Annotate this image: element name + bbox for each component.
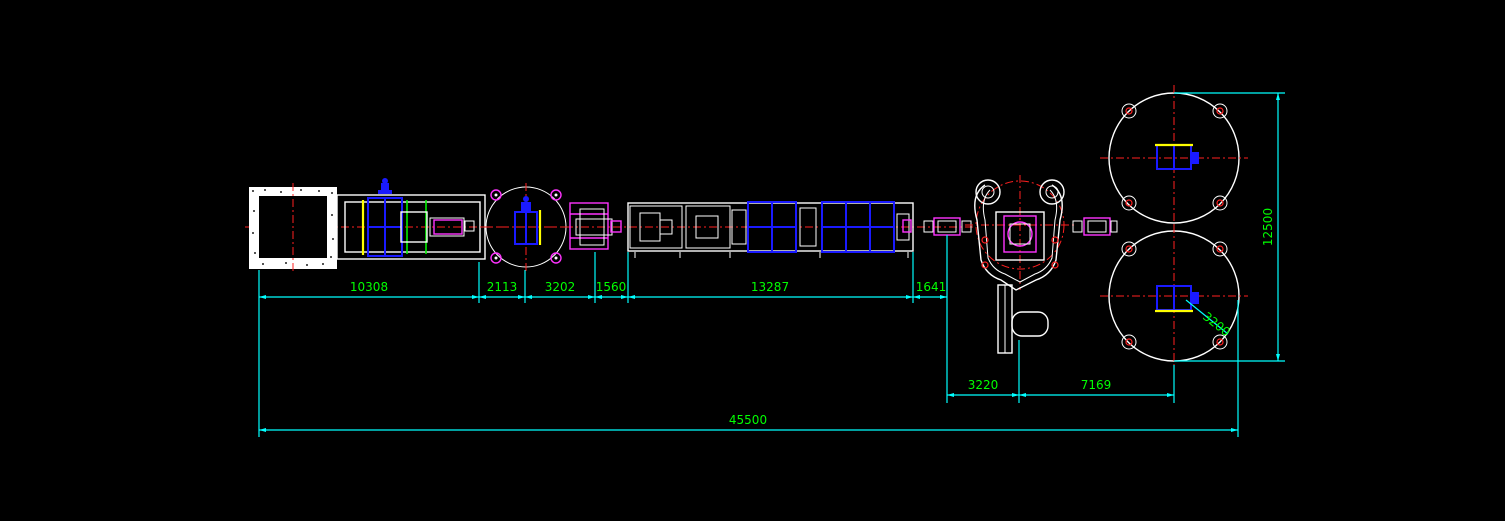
tank-top [1100, 85, 1248, 230]
dim-1560: 1560 [596, 280, 627, 294]
robot-cell [965, 175, 1075, 354]
dim-3220: 3220 [968, 378, 999, 392]
entry-station [249, 183, 337, 272]
dim-10308: 10308 [350, 280, 388, 294]
processing-line [627, 201, 914, 258]
dimension-lines [258, 92, 1285, 437]
connector-2 [1072, 217, 1118, 236]
dim-45500: 45500 [729, 413, 767, 427]
production-line [245, 85, 1248, 368]
dim-3202: 3202 [545, 280, 576, 294]
dim-13287: 13287 [751, 280, 789, 294]
tank-bottom [1100, 225, 1248, 368]
transfer-station [569, 202, 622, 250]
dim-12500: 12500 [1261, 208, 1275, 246]
dim-7169: 7169 [1081, 378, 1112, 392]
dim-1641: 1641 [916, 280, 947, 294]
rotary-table [480, 183, 572, 272]
dim-2113: 2113 [487, 280, 518, 294]
